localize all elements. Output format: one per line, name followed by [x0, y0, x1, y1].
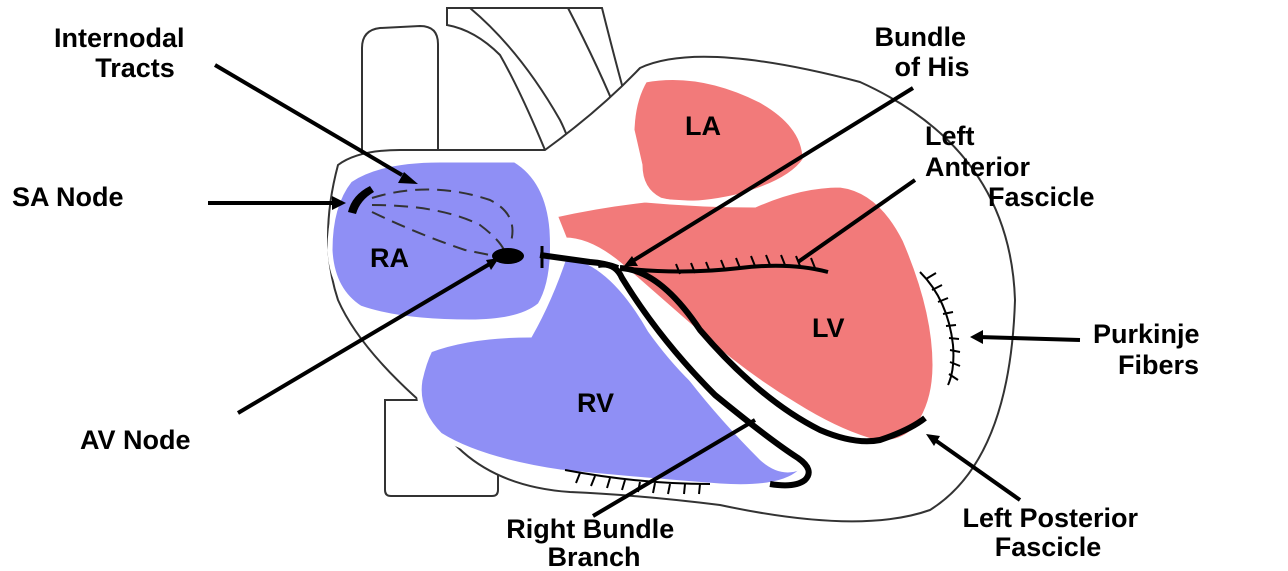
label-left-anterior-fascicle-line1: Left: [925, 121, 975, 151]
label-right-bundle-branch-line2: Branch: [547, 542, 640, 571]
label-bundle-of-his-line2: of His: [894, 52, 969, 82]
label-bundle-of-his: Bundle of His: [874, 22, 973, 82]
label-bundle-of-his-line1: Bundle: [874, 22, 966, 52]
label-left-anterior-fascicle-line2: Anterior: [925, 152, 1031, 182]
label-left-posterior-fascicle-line2: Fascicle: [995, 532, 1102, 562]
label-left-anterior-fascicle-line3: Fascicle: [988, 182, 1095, 212]
label-purkinje-fibers-line1: Purkinje: [1093, 319, 1200, 349]
label-ra: RA: [370, 243, 409, 273]
label-purkinje-fibers: Purkinje Fibers: [1093, 319, 1207, 380]
label-rv: RV: [577, 388, 614, 418]
label-av-node: AV Node: [80, 425, 191, 455]
label-purkinje-fibers-line2: Fibers: [1118, 350, 1199, 380]
av-node: [492, 248, 524, 264]
label-sa-node: SA Node: [12, 182, 124, 212]
label-right-bundle-branch-line1: Right Bundle: [506, 514, 674, 544]
label-right-bundle-branch: Right Bundle Branch: [506, 514, 682, 571]
label-sa-node-line1: SA Node: [12, 182, 124, 212]
label-internodal-tracts-line1: Internodal: [54, 23, 185, 53]
label-av-node-line1: AV Node: [80, 425, 191, 455]
label-internodal-tracts: Internodal Tracts: [54, 23, 192, 83]
label-internodal-tracts-line2: Tracts: [95, 53, 175, 83]
label-la: LA: [685, 111, 721, 141]
label-lv: LV: [812, 313, 845, 343]
label-left-posterior-fascicle: Left Posterior Fascicle: [962, 503, 1145, 562]
label-left-posterior-fascicle-line1: Left Posterior: [962, 503, 1138, 533]
